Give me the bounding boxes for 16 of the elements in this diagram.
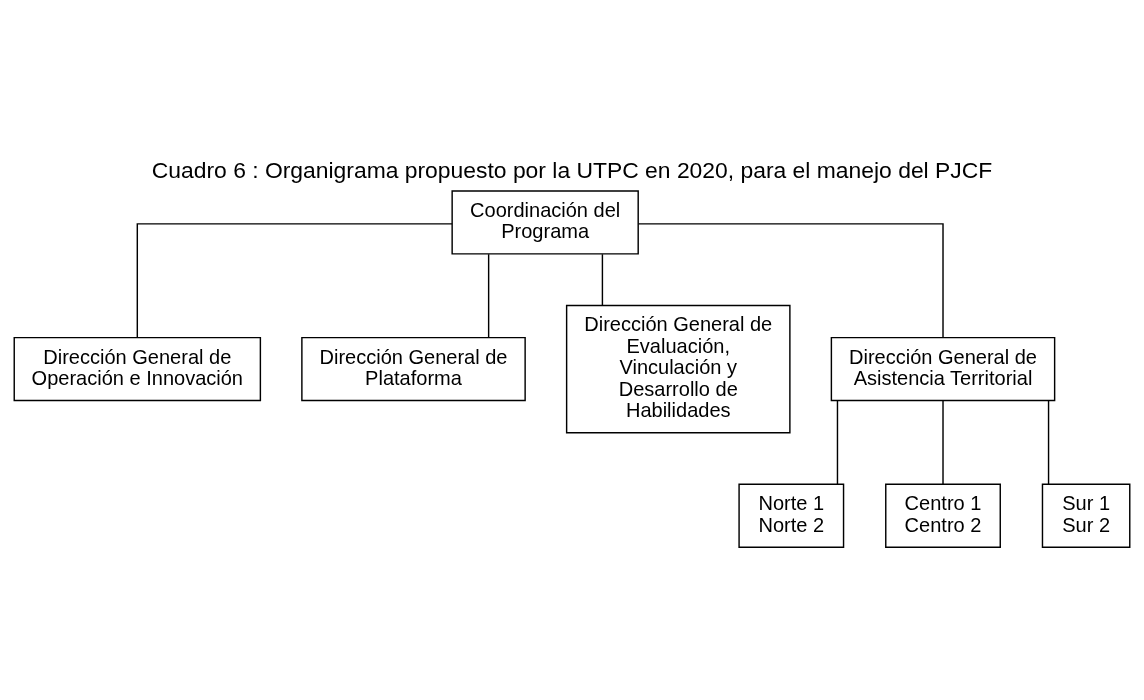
connector [836, 399, 839, 485]
node-box: Centro 1 Centro 2 [885, 483, 1001, 548]
diagram-title: Cuadro 6 : Organigrama propuesto por la UTPC en 2020, para el manejo del PJCF [151, 156, 993, 183]
node-box: Dirección General de Evaluación, Vinculación y Desarrollo de Habilidades [565, 304, 791, 433]
node-box: Dirección General de Plataforma [301, 336, 526, 401]
connector [1047, 399, 1050, 485]
connector [601, 253, 604, 306]
node-box: Sur 1 Sur 2 [1041, 483, 1131, 548]
node-box: Norte 1 Norte 2 [738, 483, 845, 548]
connector [487, 253, 490, 338]
connector [637, 222, 944, 338]
connector [942, 399, 944, 485]
connector [136, 222, 453, 338]
node-box: Dirección General de Asistencia Territorial [830, 336, 1056, 401]
node-box: Dirección General de Operación e Innovación [13, 336, 262, 401]
node-box: Coordinación del Programa [451, 189, 639, 255]
